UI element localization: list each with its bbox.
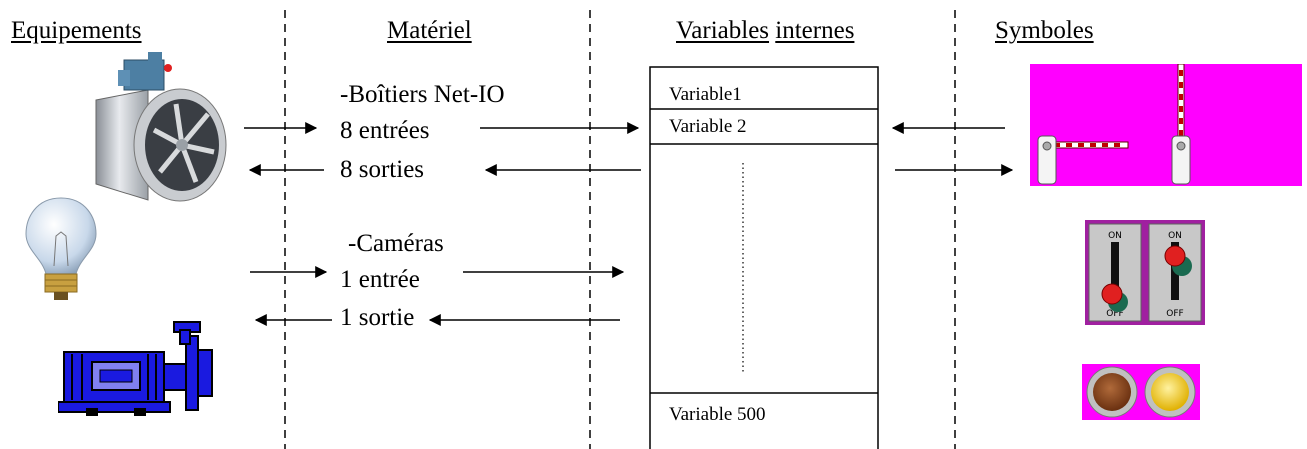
switch-right-on-label: ON [1168, 231, 1182, 241]
variable-2: Variable 2 [669, 116, 747, 137]
switch-right-off-label: OFF [1166, 309, 1183, 319]
switch-left-off-label: OFF [1106, 309, 1123, 319]
cameras-output: 1 sortie [340, 304, 415, 331]
cameras-input: 1 entrée [340, 266, 420, 293]
header-internes-word: internes [775, 17, 855, 44]
light-bulb-icon [25, 197, 97, 300]
netio-outputs: 8 sorties [340, 156, 425, 183]
barrier-icon [1030, 64, 1302, 186]
header-variables-internes: Variables internes [676, 17, 854, 45]
fan-icon [95, 52, 227, 202]
variable-500: Variable 500 [669, 404, 766, 425]
indicator-lamp-icon [1082, 364, 1200, 420]
header-equipements: Equipements [11, 17, 142, 44]
header-symboles: Symboles [995, 17, 1094, 44]
netio-title: -Boîtiers Net-IO [340, 81, 505, 108]
cameras-title: -Caméras [348, 230, 444, 257]
header-materiel: Matériel [387, 17, 472, 44]
variable-1: Variable1 [669, 84, 742, 105]
netio-inputs: 8 entrées [340, 117, 430, 144]
toggle-switch-icon: ON OFF ON OFF [1085, 220, 1205, 325]
switch-left-on-label: ON [1108, 231, 1122, 241]
header-variables-word: Variables [676, 17, 770, 44]
pump-icon [58, 321, 213, 416]
